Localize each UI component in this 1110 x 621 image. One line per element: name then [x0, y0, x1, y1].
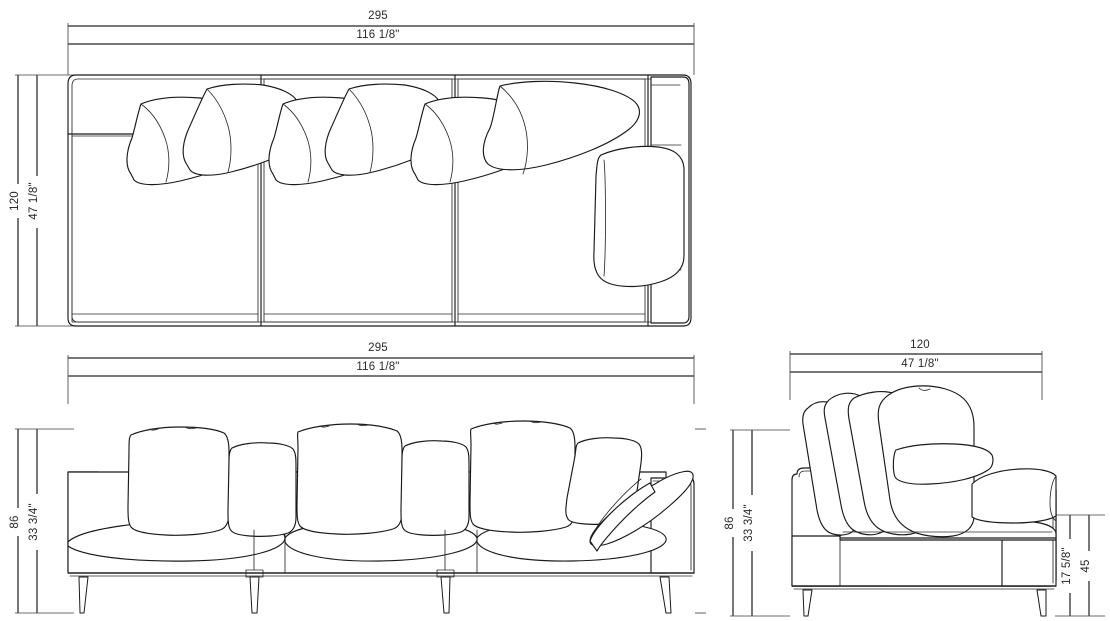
- side-view-upper-back-panel: [971, 468, 1057, 524]
- front-view-leg-3: [440, 576, 451, 614]
- top-view-group: 295 116 1/8" 120 47 1/8": [9, 8, 695, 327]
- front-view-leg-plate-2: [245, 569, 264, 578]
- side-seat-imperial-mask: [1063, 539, 1078, 593]
- side-view-back-upright-inner: [798, 470, 839, 478]
- side-view-headrest-cushion: [892, 443, 994, 485]
- front-height-imperial-mask: [30, 494, 45, 550]
- side-seat-metric-mask: [1082, 551, 1097, 581]
- side-view-leg-2: [1036, 589, 1047, 617]
- front-view-leg-plate-3: [436, 569, 455, 578]
- top-depth-metric-label: 120: [9, 191, 21, 211]
- front-height-imperial-label: 33 3/4": [28, 503, 40, 540]
- top-width-imperial-label: 116 1/8": [356, 29, 399, 41]
- front-view-leg-2: [249, 576, 260, 614]
- side-height-metric-mask: [726, 509, 741, 537]
- front-view-height-right: [695, 428, 706, 614]
- front-view-group: 295 116 1/8" 86 33 3/4": [9, 340, 706, 614]
- side-depth-imperial-label: 47 1/8": [901, 358, 938, 370]
- front-height-metric-mask: [11, 508, 26, 536]
- top-view-dimensions: [67, 23, 695, 75]
- top-width-metric-mask: [358, 8, 398, 23]
- front-view-leg-4: [659, 576, 672, 614]
- top-width-metric-label: 295: [368, 10, 388, 22]
- side-view-group: 120 47 1/8" 86 33 3/4" 17 5/8": [724, 337, 1105, 617]
- front-width-metric-label: 295: [368, 342, 388, 354]
- side-view-dimensions: [789, 351, 1043, 400]
- side-view-leg-1: [802, 589, 813, 617]
- top-view-seat-module-3: [457, 78, 646, 323]
- top-view-arm-cushion: [593, 145, 685, 288]
- front-width-metric-mask: [358, 340, 398, 355]
- top-depth-imperial-mask: [30, 176, 45, 228]
- side-seat-metric-label: 45: [1080, 559, 1092, 572]
- side-depth-imperial-mask: [888, 356, 952, 371]
- side-height-imperial-mask: [745, 495, 760, 551]
- front-view-leg-1: [78, 576, 89, 614]
- front-width-imperial-label: 116 1/8": [356, 361, 399, 373]
- top-depth-metric-mask: [11, 184, 26, 218]
- front-view-back-cushion-1: [127, 426, 230, 536]
- front-width-imperial-mask: [346, 359, 410, 374]
- top-width-imperial-mask: [346, 27, 410, 42]
- side-depth-metric-label: 120: [910, 339, 930, 351]
- side-depth-metric-mask: [900, 337, 940, 352]
- front-view-back-cushion-3: [296, 423, 403, 535]
- front-view-back-cushion-5: [469, 420, 576, 533]
- front-view-back-cushion-4: [400, 440, 470, 536]
- front-height-metric-label: 86: [9, 515, 21, 528]
- side-height-metric-label: 86: [724, 516, 736, 529]
- top-view-seat-module-2: [263, 78, 453, 323]
- top-view-back-cushion-3b: [482, 80, 641, 175]
- front-view-dimensions: [67, 355, 695, 404]
- front-view-back-cushion-2: [227, 442, 297, 537]
- front-view-arm-roll-cushion: [589, 470, 694, 552]
- side-view-upper-back-seam: [1049, 475, 1057, 522]
- side-seat-imperial-label: 17 5/8": [1061, 547, 1073, 584]
- side-height-imperial-label: 33 3/4": [743, 504, 755, 541]
- top-depth-imperial-label: 47 1/8": [28, 182, 40, 219]
